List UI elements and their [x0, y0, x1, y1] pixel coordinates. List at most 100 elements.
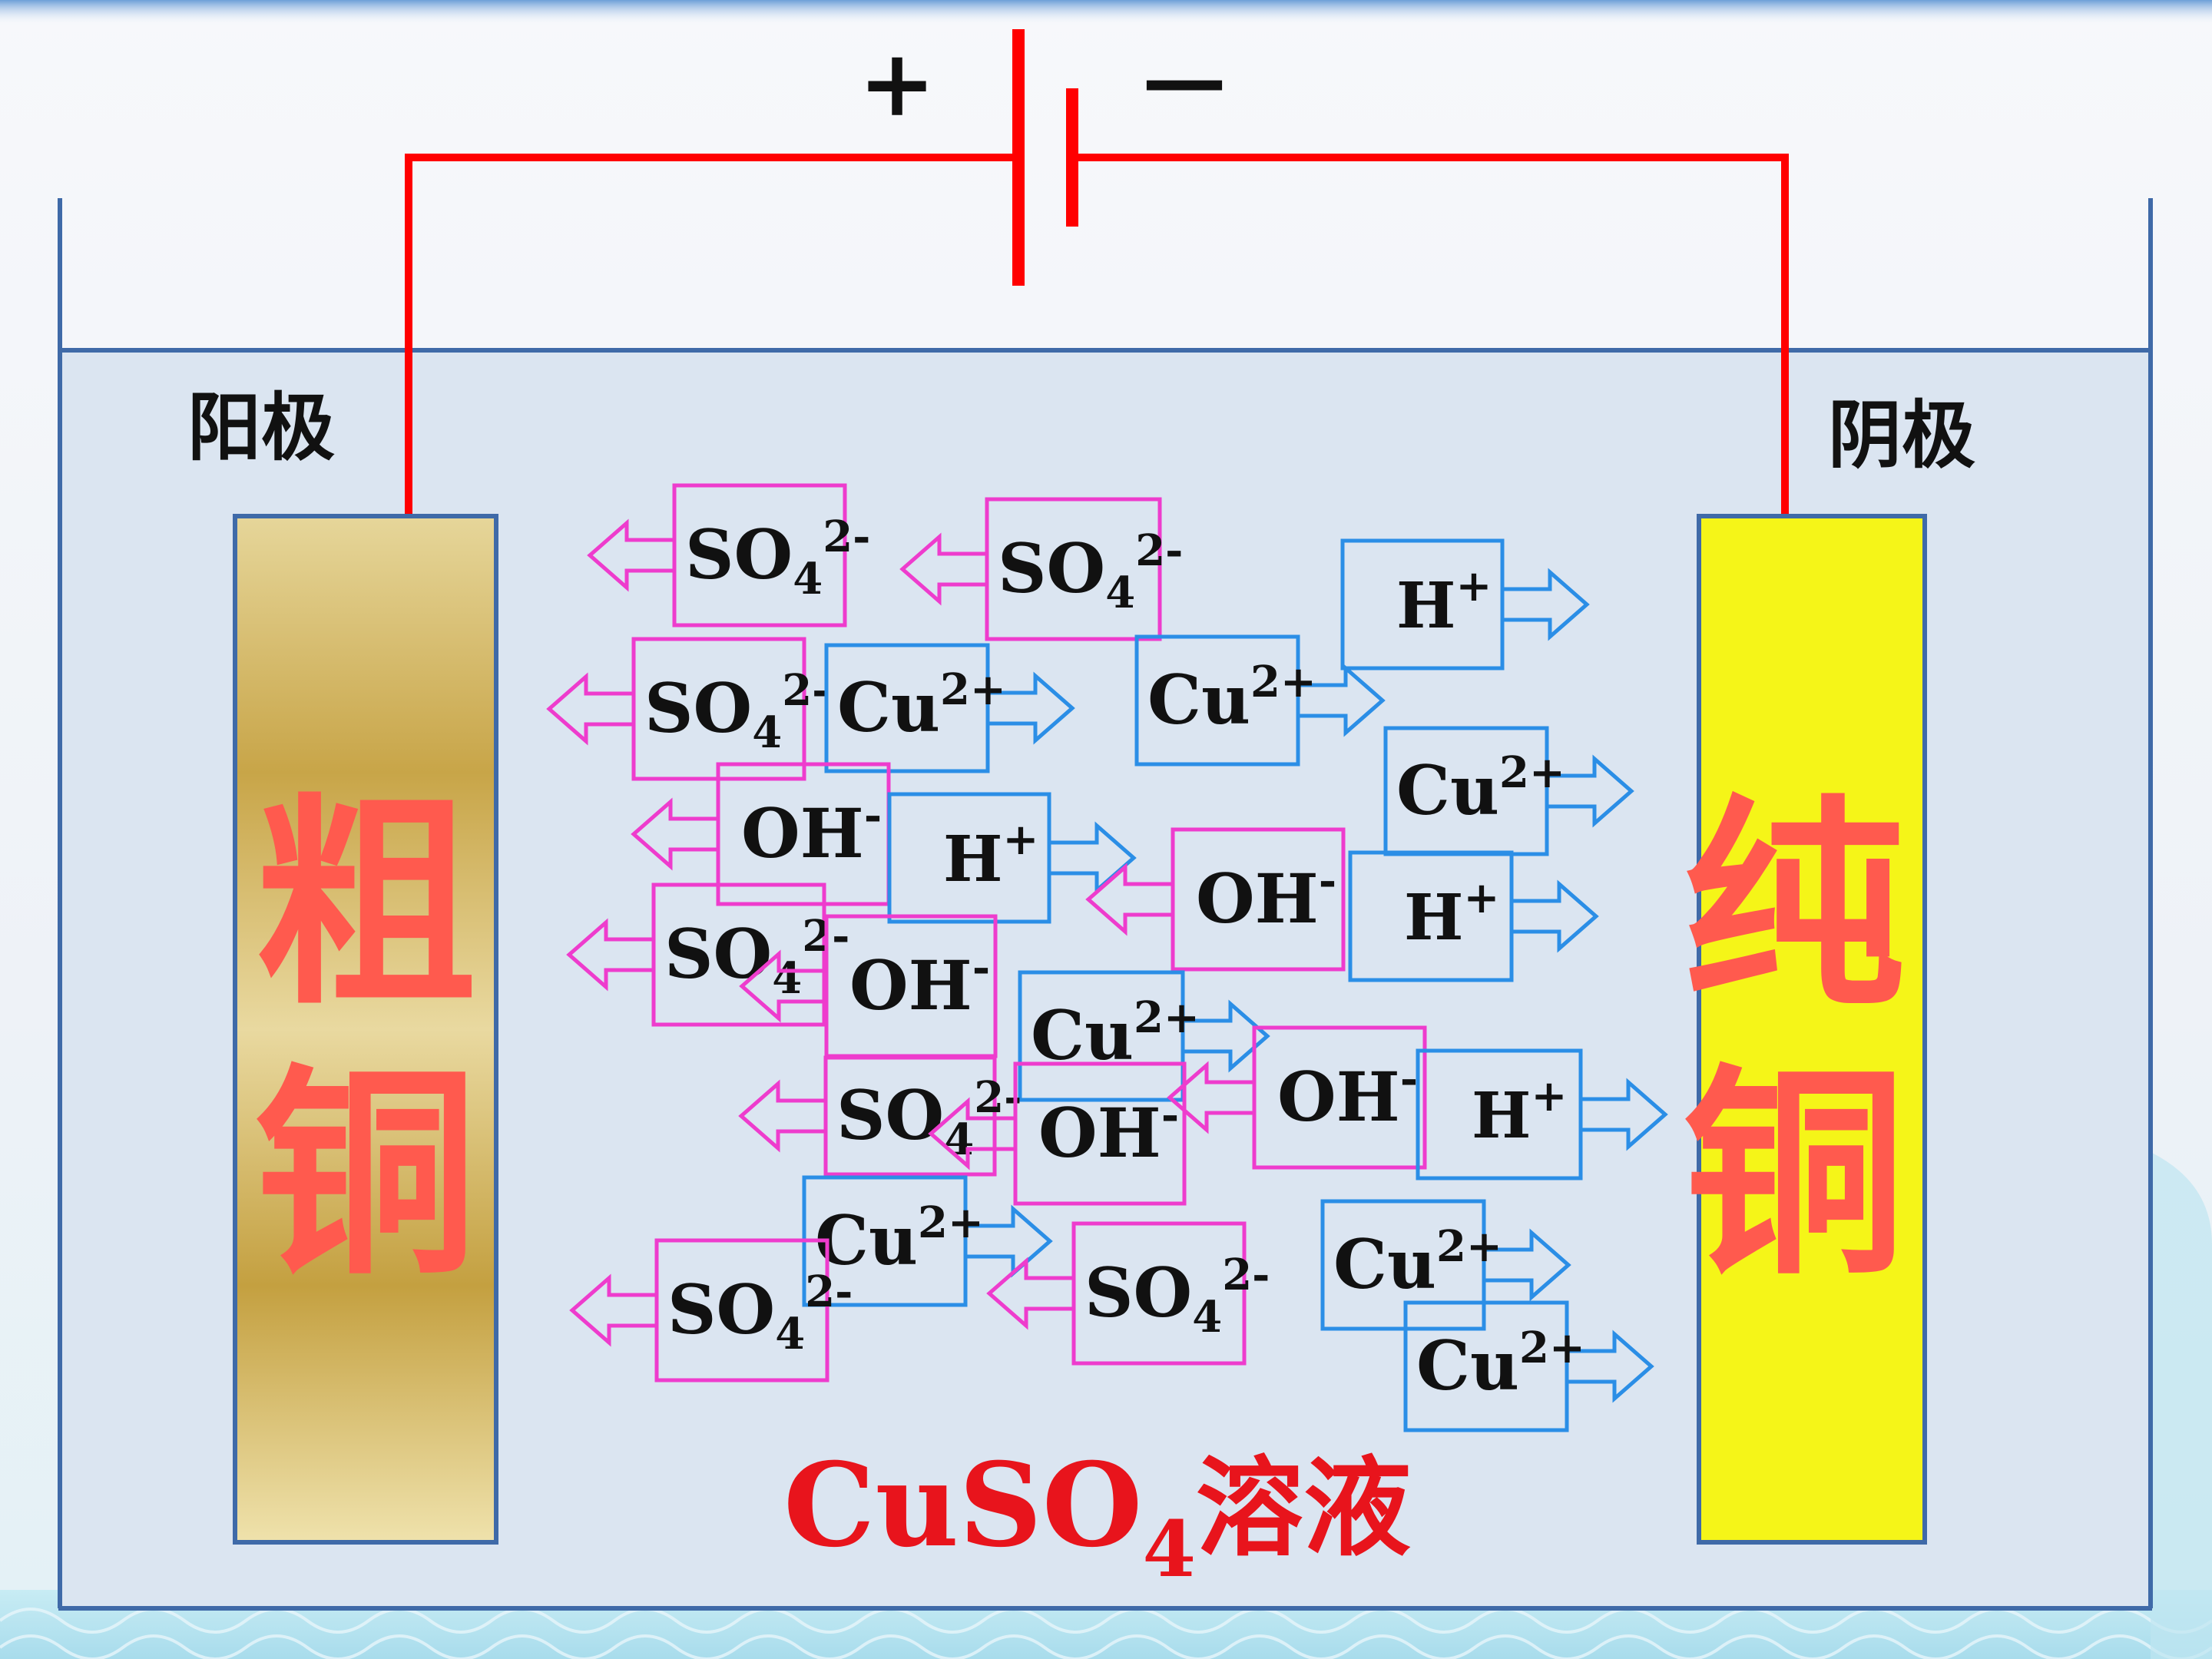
ion-symbol: H — [1404, 881, 1463, 955]
ion-oh-4: OH- — [1167, 1025, 1427, 1170]
ion-cu-3: Cu2+ — [1383, 726, 1634, 856]
ion-box — [1018, 970, 1185, 1102]
ion-oh-3: OH- — [739, 914, 998, 1058]
ion-symbol: Cu — [1396, 750, 1499, 830]
ion-charge: 2- — [805, 1267, 853, 1317]
ion-h-1: H+ — [1340, 538, 1590, 671]
ion-box — [1134, 634, 1300, 767]
ion-box — [1320, 1199, 1486, 1331]
ion-symbol: SO — [836, 1075, 944, 1155]
arrow-left-icon — [738, 1079, 826, 1153]
ion-box — [1340, 538, 1505, 671]
arrow-right-icon — [1567, 1330, 1654, 1403]
ion-symbol: H — [1396, 569, 1455, 643]
arrow-right-icon — [965, 1204, 1053, 1278]
ion-charge: - — [864, 790, 882, 841]
ion-symbol: Cu — [815, 1200, 918, 1280]
ion-label: SO42- — [1084, 1250, 1270, 1343]
ion-label: H+ — [1472, 1071, 1567, 1153]
circuit-wire — [405, 154, 1789, 515]
arrow-right-icon — [1183, 999, 1270, 1073]
ion-box — [1013, 1061, 1187, 1206]
ion-label: Cu2+ — [1396, 747, 1565, 830]
ion-so4-1: SO42- — [587, 483, 870, 628]
ion-subscript: 4 — [1192, 1292, 1222, 1343]
ion-label: SO42- — [998, 525, 1183, 618]
ion-label: OH- — [1196, 856, 1336, 939]
arrow-left-icon — [1167, 1061, 1254, 1134]
ion-symbol: Cu — [1416, 1326, 1519, 1406]
bottom-wave-pattern — [0, 1608, 2212, 1659]
ion-charge: 2- — [1222, 1250, 1270, 1300]
ion-cu-7: Cu2+ — [1403, 1300, 1654, 1432]
ion-box — [651, 882, 826, 1027]
ion-charge: 2- — [1135, 525, 1183, 576]
ion-symbol: Cu — [1333, 1224, 1436, 1304]
ion-label: Cu2+ — [1333, 1221, 1502, 1304]
ion-oh-2: OH- — [1085, 827, 1346, 972]
cathode-plate — [1697, 514, 1927, 1545]
battery-positive-symbol: + — [859, 29, 936, 137]
ion-box — [1252, 1025, 1427, 1170]
ion-cu-5: Cu2+ — [802, 1175, 1053, 1307]
ion-symbol: SO — [667, 1270, 775, 1349]
ion-so4-7: SO42- — [986, 1221, 1270, 1366]
ion-symbol: SO — [998, 528, 1105, 608]
arrow-right-icon — [1512, 879, 1599, 953]
ion-h-4: H+ — [1416, 1048, 1668, 1181]
ion-subscript: 4 — [775, 1309, 805, 1359]
ion-symbol: OH — [1277, 1057, 1400, 1137]
ion-label: OH- — [1038, 1090, 1179, 1173]
ion-box — [1071, 1221, 1247, 1366]
arrow-right-icon — [1049, 821, 1137, 895]
ion-symbol: OH — [741, 793, 864, 873]
ion-cu-6: Cu2+ — [1320, 1199, 1571, 1331]
ion-symbol: OH — [1196, 859, 1319, 939]
ion-label: OH- — [1277, 1054, 1418, 1137]
ion-charge: 2+ — [1499, 747, 1565, 798]
ion-cu-1: Cu2+ — [824, 643, 1075, 773]
ion-box — [1171, 827, 1346, 972]
arrow-left-icon — [587, 518, 674, 592]
battery — [1012, 29, 1078, 286]
ion-charge: - — [1319, 856, 1336, 906]
ion-label: Cu2+ — [815, 1197, 984, 1280]
top-decoration-band — [0, 0, 2212, 26]
arrow-left-icon — [928, 1097, 1015, 1171]
ion-charge: + — [1455, 561, 1492, 611]
ion-label: OH- — [849, 942, 990, 1025]
ion-subscript: 4 — [752, 707, 782, 758]
solution-formula-main: CuSO — [783, 1438, 1142, 1573]
ion-symbol: OH — [849, 945, 972, 1025]
arrow-right-icon — [1581, 1078, 1668, 1151]
ion-box — [887, 792, 1051, 924]
ion-label: SO42- — [644, 665, 830, 758]
ion-symbol: SO — [664, 914, 772, 994]
ion-subscript: 4 — [772, 953, 802, 1004]
ion-charge: 2+ — [1134, 992, 1200, 1043]
cathode-label: 阴极 — [1828, 392, 1975, 478]
ion-symbol: Cu — [1147, 660, 1250, 740]
ion-label: Cu2+ — [1147, 657, 1316, 740]
ion-charge: 2+ — [918, 1197, 984, 1248]
solution-formula: CuSO4溶液 — [783, 1438, 1411, 1594]
ion-box — [1403, 1300, 1569, 1432]
ion-box — [1416, 1048, 1583, 1181]
arrow-left-icon — [739, 949, 826, 1023]
cathode-material-char-2: 铜 — [1683, 1046, 1906, 1305]
anode-material-char-1: 粗 — [254, 776, 477, 1035]
ion-box — [985, 497, 1162, 641]
arrow-left-icon — [899, 532, 987, 606]
ion-symbol: Cu — [837, 667, 940, 747]
arrow-left-icon — [546, 672, 634, 746]
ion-subscript: 4 — [793, 554, 823, 604]
ion-symbol: SO — [644, 668, 752, 748]
solution-formula-subscript: 4 — [1142, 1504, 1196, 1594]
cathode-material-char-1: 纯 — [1683, 777, 1906, 1036]
arrow-left-icon — [1085, 863, 1173, 936]
arrow-right-icon — [988, 671, 1075, 745]
ion-box — [672, 483, 847, 628]
ion-charge: 2- — [782, 665, 830, 716]
ion-label: H+ — [1396, 561, 1492, 643]
